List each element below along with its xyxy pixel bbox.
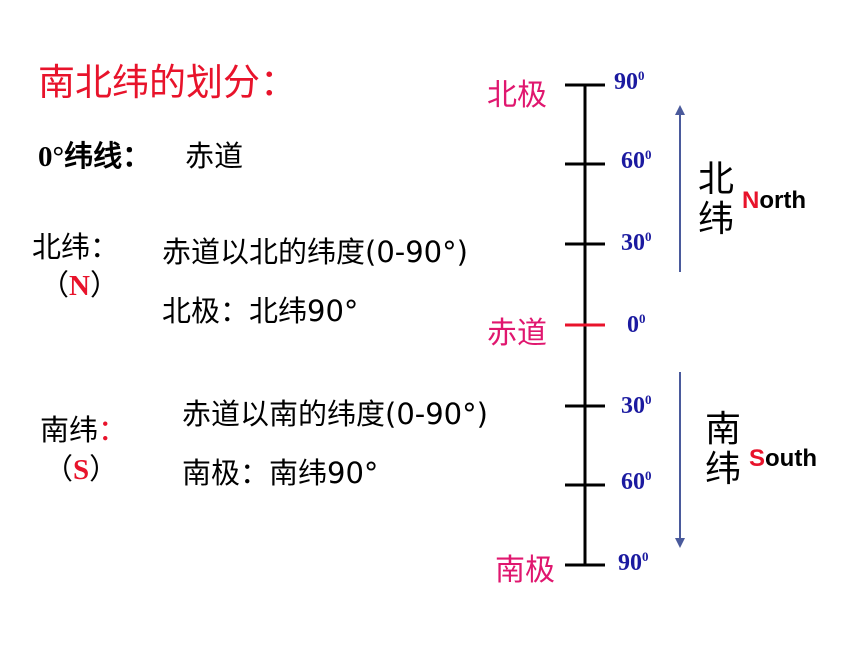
- south-pole-text: 南极：南纬90°: [182, 456, 379, 490]
- south-english-label: South: [749, 445, 817, 472]
- south-side-label: 南 纬: [705, 409, 742, 490]
- equator-definition: 0°纬线： 赤道: [38, 133, 243, 175]
- south-code-letter: S: [73, 454, 90, 486]
- equator-def-value: 赤道: [185, 139, 244, 173]
- tick-label-0: 00: [627, 311, 646, 338]
- north-pole-label: 北极: [487, 78, 547, 113]
- north-description: 赤道以北的纬度(0-90°): [162, 235, 468, 269]
- north-side-label: 北 纬: [698, 159, 735, 240]
- south-pole-label: 南极: [495, 553, 555, 588]
- tick-label-90-north: 900: [614, 68, 645, 95]
- north-code-letter: N: [69, 270, 90, 302]
- page-title: 南北纬的划分：: [38, 61, 297, 104]
- tick-label-30-south: 300: [621, 392, 652, 419]
- tick-label-60-south: 600: [621, 468, 652, 495]
- north-pole-text: 北极：北纬90°: [162, 294, 359, 328]
- north-english-label: North: [742, 187, 806, 214]
- south-code: （S）: [44, 452, 119, 486]
- equator-def-label: 0°纬线：: [38, 141, 152, 173]
- north-latitude-label: 北纬：: [32, 230, 120, 264]
- north-code: （N）: [40, 268, 119, 302]
- equator-label: 赤道: [487, 316, 547, 351]
- tick-label-90-south: 900: [618, 549, 649, 576]
- tick-label-30-north: 300: [621, 229, 652, 256]
- tick-label-60-north: 600: [621, 147, 652, 174]
- south-description: 赤道以南的纬度(0-90°): [182, 397, 488, 431]
- south-latitude-label: 南纬：: [40, 413, 128, 447]
